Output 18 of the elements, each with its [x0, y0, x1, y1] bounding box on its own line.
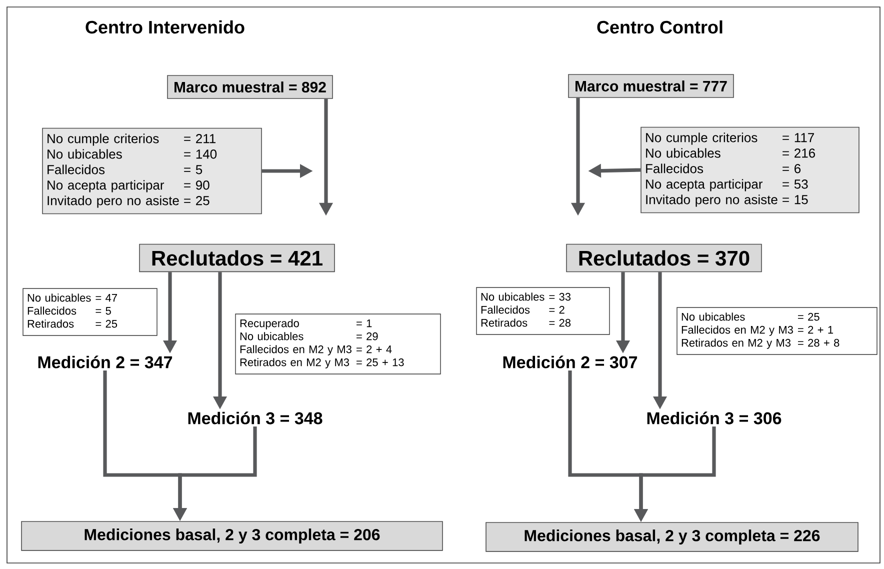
column-heading: Centro Intervenido — [86, 20, 244, 34]
result-box: Mediciones basal, 2 y 3 completa = 206 — [21, 521, 443, 551]
column-heading: Centro Control — [597, 20, 722, 34]
stage-label: Medición 3 = 306 — [647, 412, 782, 424]
loss-box: Recuperado = 1 No ubicables = 29 Fallecidos en M2 y M3 = 2 + 4 Retirados en M2 y M3 = 25 + 13 — [235, 314, 441, 374]
process-box: Reclutados = 370 — [566, 244, 762, 272]
exclusion-box: No cumple criterios = 117 No ubicables = 216 Fallecidos = 6 No acepta participar = 53 Invitado pero no asiste = 15 — [640, 126, 860, 214]
result-box: Mediciones basal, 2 y 3 completa = 226 — [486, 522, 858, 552]
loss-box: No ubicables = 33 Fallecidos = 2 Retirados = 28 — [476, 287, 610, 335]
process-box: Marco muestral = 777 — [568, 74, 734, 98]
loss-box: No ubicables = 25 Fallecidos en M2 y M3 = 2 + 1 Retirados en M2 y M3 = 28 + 8 — [676, 307, 878, 355]
stage-label: Medición 2 = 347 — [38, 356, 172, 368]
loss-box: No ubicables = 47 Fallecidos = 5 Retirados = 25 — [22, 288, 158, 336]
stage-label: Medición 2 = 307 — [503, 356, 638, 368]
exclusion-box: No cumple criterios = 211 No ubicables = 140 Fallecidos = 5 No acepta participar = 90 Invitado pero no asiste = 25 — [42, 128, 262, 214]
process-box: Marco muestral = 892 — [167, 75, 333, 99]
process-box: Reclutados = 421 — [139, 244, 335, 272]
stage-label: Medición 3 = 348 — [188, 412, 322, 424]
